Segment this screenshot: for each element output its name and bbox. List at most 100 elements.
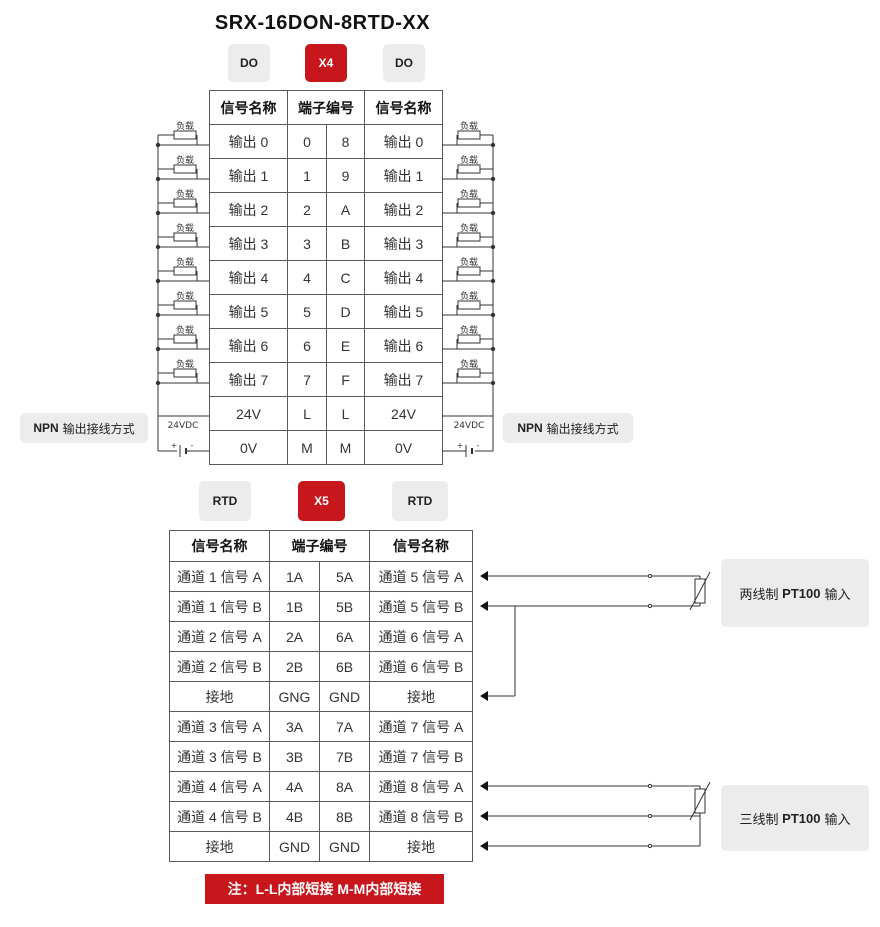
- x5-cell-signal-right: 接地: [369, 831, 473, 862]
- left-supply-minus: -: [191, 441, 194, 450]
- x5-header-signal-left: 信号名称: [169, 530, 270, 562]
- x5-cell-signal-left: 通道 1 信号 A: [169, 561, 270, 592]
- rtd-chip-left: RTD: [199, 481, 251, 521]
- two-wire-node: [647, 573, 653, 579]
- x4-cell-signal-right: 输出 0: [364, 124, 443, 159]
- left-load-label: 负载: [176, 222, 194, 234]
- x5-cell-terminal-left: GNG: [269, 681, 320, 712]
- x4-cell-signal-left: 0V: [209, 430, 288, 465]
- npn-tag-right-bold: NPN: [517, 421, 543, 435]
- x4-cell-terminal-left: 5: [287, 294, 327, 329]
- left-load-resistor: [173, 164, 197, 174]
- right-load-label: 负载: [460, 120, 478, 132]
- x5-cell-signal-left: 接地: [169, 831, 270, 862]
- two-wire-pt100-slash: [689, 571, 711, 611]
- two-wire-bold: PT100: [782, 585, 821, 601]
- three-wire-pt100-slash: [689, 781, 711, 821]
- left-load-label: 负载: [176, 256, 194, 268]
- npn-tag-left-text: 输出接线方式: [62, 421, 135, 436]
- x5-cell-signal-left: 通道 4 信号 A: [169, 771, 270, 802]
- x5-cell-signal-left: 通道 2 信号 B: [169, 651, 270, 682]
- npn-tag-left-bold: NPN: [33, 421, 59, 435]
- x5-cell-signal-left: 通道 2 信号 A: [169, 621, 270, 652]
- x4-cell-signal-right: 输出 4: [364, 260, 443, 295]
- x5-cell-terminal-left: 3A: [269, 711, 320, 742]
- left-load-label: 负载: [176, 358, 194, 370]
- left-load-label: 负载: [176, 324, 194, 336]
- x5-cell-terminal-left: 4B: [269, 801, 320, 832]
- right-load-resistor: [457, 232, 481, 242]
- x5-arrow-threewire: [480, 811, 488, 821]
- rtd-chip-right: RTD: [392, 481, 448, 521]
- x5-connector-chip: X5: [298, 481, 345, 521]
- x4-cell-signal-right: 输出 7: [364, 362, 443, 397]
- right-load-resistor: [457, 164, 481, 174]
- x5-cell-signal-left: 通道 1 信号 B: [169, 591, 270, 622]
- right-supply-minus: -: [477, 441, 480, 450]
- three-wire-node: [647, 813, 653, 819]
- device-title: SRX-16DON-8RTD-XX: [214, 12, 431, 34]
- left-supply-label: 24VDC: [168, 421, 199, 431]
- x4-cell-signal-left: 输出 1: [209, 158, 288, 193]
- left-load-resistor: [173, 198, 197, 208]
- left-load-label: 负载: [176, 154, 194, 166]
- x5-cell-signal-right: 接地: [369, 681, 473, 712]
- right-supply-label: 24VDC: [454, 421, 485, 431]
- x5-arrow-threewire: [480, 781, 488, 791]
- x4-cell-signal-right: 输出 1: [364, 158, 443, 193]
- x4-cell-terminal-right: C: [326, 260, 365, 295]
- left-load-label: 负载: [176, 120, 194, 132]
- npn-tag-left: NPN 输出接线方式: [20, 413, 148, 443]
- x4-cell-signal-left: 24V: [209, 396, 288, 431]
- left-load-resistor: [173, 368, 197, 378]
- npn-tag-right: NPN 输出接线方式: [503, 413, 633, 443]
- x5-cell-signal-right: 通道 6 信号 A: [369, 621, 473, 652]
- three-wire-suffix: 输入: [824, 811, 851, 827]
- x4-cell-terminal-left: 6: [287, 328, 327, 363]
- x4-cell-terminal-right: M: [326, 430, 365, 465]
- two-wire-node: [647, 603, 653, 609]
- left-load-resistor: [173, 130, 197, 140]
- right-load-resistor: [457, 130, 481, 140]
- x5-arrow-threewire: [480, 841, 488, 851]
- right-load-label: 负载: [460, 222, 478, 234]
- left-load-resistor: [173, 266, 197, 276]
- x5-cell-terminal-right: 7B: [319, 741, 370, 772]
- x5-cell-terminal-left: 2A: [269, 621, 320, 652]
- right-load-label: 负载: [460, 256, 478, 268]
- x4-cell-signal-left: 输出 3: [209, 226, 288, 261]
- right-load-label: 负载: [460, 188, 478, 200]
- x4-cell-terminal-left: 2: [287, 192, 327, 227]
- x5-cell-signal-left: 通道 3 信号 A: [169, 711, 270, 742]
- right-load-resistor: [457, 266, 481, 276]
- two-wire-suffix: 输入: [824, 586, 851, 602]
- x4-cell-signal-left: 输出 5: [209, 294, 288, 329]
- x4-cell-signal-right: 0V: [364, 430, 443, 465]
- x4-cell-signal-left: 输出 2: [209, 192, 288, 227]
- x5-cell-terminal-left: 1A: [269, 561, 320, 592]
- right-load-label: 负载: [460, 358, 478, 370]
- x5-cell-terminal-left: 2B: [269, 651, 320, 682]
- three-wire-node: [647, 783, 653, 789]
- do-chip-left: DO: [228, 44, 270, 82]
- left-load-label: 负载: [176, 290, 194, 302]
- x5-arrow-twowire: [480, 571, 488, 581]
- right-load-resistor: [457, 300, 481, 310]
- x4-cell-terminal-left: 0: [287, 124, 327, 159]
- x4-header-signal-right: 信号名称: [364, 90, 443, 125]
- three-wire-bold: PT100: [782, 810, 821, 826]
- x4-header-terminal: 端子编号: [287, 90, 365, 125]
- shorting-note: 注：L-L内部短接 M-M内部短接: [205, 874, 444, 904]
